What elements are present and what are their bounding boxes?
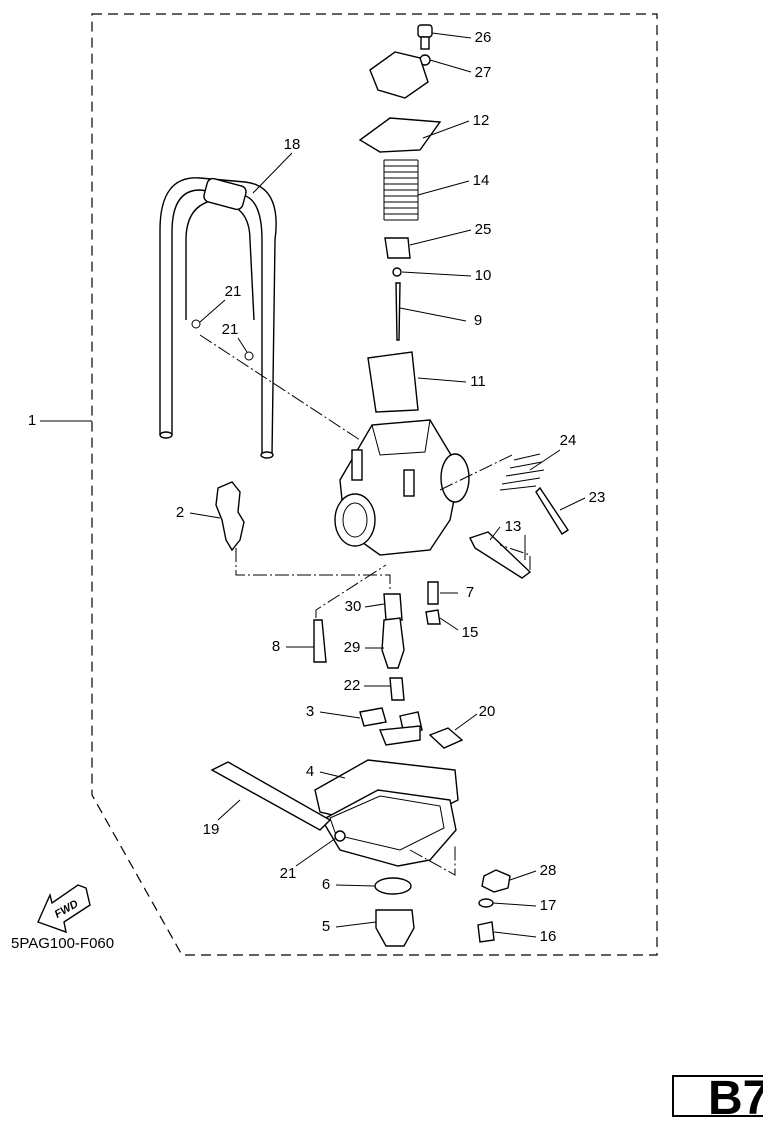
callout-9: 9 (474, 312, 482, 329)
callout-24: 24 (560, 432, 577, 449)
callout-2: 2 (176, 504, 184, 521)
callout-21: 21 (225, 283, 242, 300)
callout-1: 1 (28, 412, 36, 429)
callout-11: 11 (470, 373, 486, 390)
callout-21: 21 (280, 865, 297, 882)
page-reference: B7 (708, 1072, 763, 1125)
callout-17: 17 (540, 897, 557, 914)
drawing-code: 5PAG100-F060 (11, 935, 115, 952)
callout-28: 28 (540, 862, 557, 879)
callout-29: 29 (344, 639, 361, 656)
callout-21: 21 (222, 321, 239, 338)
callout-18: 18 (284, 136, 301, 153)
callout-15: 15 (462, 624, 479, 641)
callout-23: 23 (589, 489, 606, 506)
callout-3: 3 (306, 703, 314, 720)
callout-25: 25 (475, 221, 492, 238)
vent-hose (159, 177, 277, 459)
fwd-arrow-icon: FWD (37, 884, 91, 934)
carb-top-parts (358, 24, 442, 413)
callout-22: 22 (344, 677, 361, 694)
callout-13: 13 (505, 518, 522, 535)
callout-7: 7 (466, 584, 474, 601)
callout-19: 19 (203, 821, 220, 838)
callout-8: 8 (272, 638, 280, 655)
side-parts (215, 453, 569, 701)
callout-14: 14 (473, 172, 490, 189)
callout-12: 12 (473, 112, 490, 129)
callout-4: 4 (306, 763, 314, 780)
assembly-reference-lines (199, 334, 531, 876)
carburetor-body (334, 419, 470, 556)
callout-6: 6 (322, 876, 330, 893)
float-bowl-parts (210, 707, 511, 947)
callout-30: 30 (345, 598, 362, 615)
callout-10: 10 (475, 267, 492, 284)
callout-27: 27 (475, 64, 492, 81)
callout-20: 20 (479, 703, 496, 720)
callout-5: 5 (322, 918, 330, 935)
assembly-boundary (91, 13, 658, 956)
callout-16: 16 (540, 928, 557, 945)
page-reference-box: B7 (672, 1072, 763, 1125)
callout-26: 26 (475, 29, 492, 46)
callouts: 26 27 12 18 14 25 10 21 9 21 11 1 24 23 … (28, 29, 606, 945)
